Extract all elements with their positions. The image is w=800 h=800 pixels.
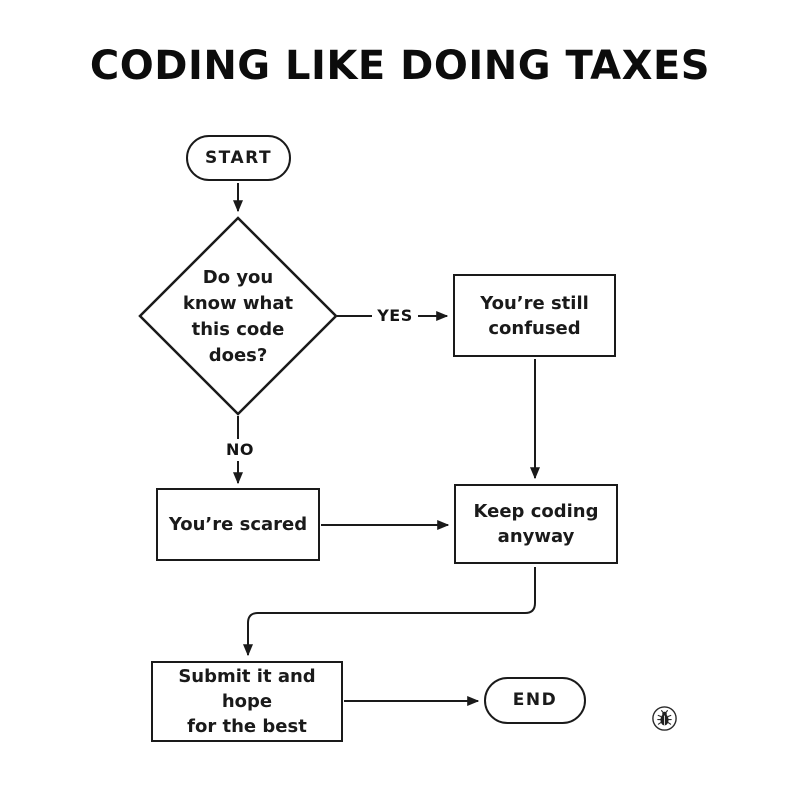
scared-node: You’re scared [156,488,320,561]
keep-coding-node: Keep coding anyway [454,484,618,564]
bug-icon [651,705,678,732]
decision-node-label: Do you know what this code does? [175,265,301,369]
keep-coding-line-2: anyway [497,526,575,547]
still-confused-line-1: You’re still [480,292,589,314]
decision-line-1: Do you [202,267,274,288]
decision-line-3: this code [191,319,285,340]
bug-icon-graphic [652,706,677,731]
scared-label: You’re scared [168,514,308,535]
edge-label-yes: YES [372,305,418,327]
keep-coding-line-1: Keep coding [473,501,599,522]
submit-line-2: for the best [187,716,307,737]
decision-line-2: know what [182,293,294,314]
submit-node: Submit it and hope for the best [151,661,343,742]
decision-line-4: does? [208,345,268,366]
decision-diamond-shape [138,216,338,416]
start-label: START [204,147,273,168]
still-confused-node: You’re still confused [453,274,616,357]
still-confused-line-2: confused [488,317,581,339]
end-node: END [484,677,586,724]
edge-label-no: NO [217,439,263,461]
page-title: CODING LIKE DOING TAXES [89,43,711,89]
end-label: END [512,690,558,710]
edge-keep-coding-to-submit [243,567,536,657]
start-node: START [186,135,291,181]
submit-line-1: Submit it and hope [178,666,316,712]
